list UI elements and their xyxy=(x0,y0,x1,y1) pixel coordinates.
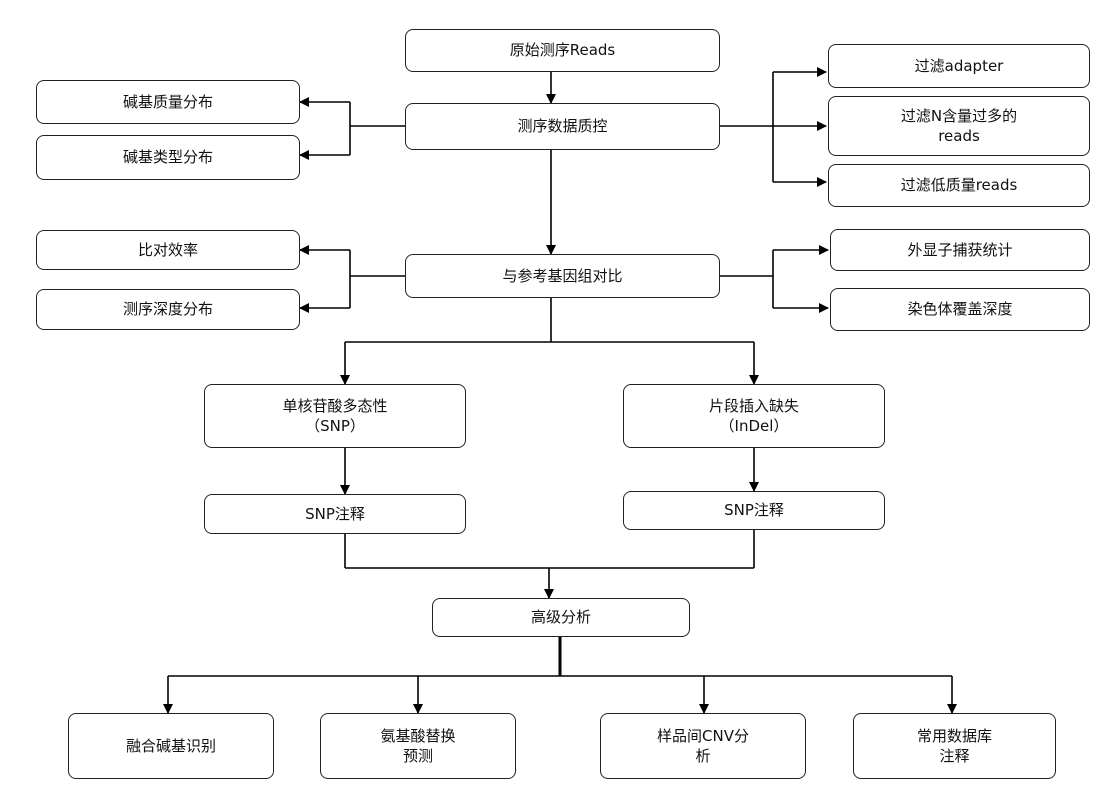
node-fusion: 融合碱基识别 xyxy=(68,713,274,779)
node-label: 过滤adapter xyxy=(914,56,1004,75)
node-label: SNP注释 xyxy=(305,504,365,523)
node-snp: 单核苷酸多态性 （SNP） xyxy=(204,384,466,448)
node-raw-reads: 原始测序Reads xyxy=(405,29,720,72)
node-label: 单核苷酸多态性 （SNP） xyxy=(282,396,388,435)
node-label: 与参考基因组对比 xyxy=(502,266,623,285)
node-label: 比对效率 xyxy=(137,240,198,259)
node-exon-capture: 外显子捕获统计 xyxy=(830,229,1090,271)
node-label: 测序数据质控 xyxy=(517,117,608,136)
node-label: 氨基酸替换 预测 xyxy=(380,726,456,765)
node-label: 过滤N含量过多的 reads xyxy=(900,106,1018,145)
node-label: 样品间CNV分 析 xyxy=(657,726,749,765)
node-depth-dist: 测序深度分布 xyxy=(36,289,300,330)
node-align-eff: 比对效率 xyxy=(36,230,300,270)
node-base-quality: 碱基质量分布 xyxy=(36,80,300,124)
node-align: 与参考基因组对比 xyxy=(405,254,720,298)
node-cnv: 样品间CNV分 析 xyxy=(600,713,806,779)
node-snp-anno-left: SNP注释 xyxy=(204,494,466,534)
node-label: 测序深度分布 xyxy=(122,300,213,319)
node-aa-sub: 氨基酸替换 预测 xyxy=(320,713,516,779)
node-advanced: 高级分析 xyxy=(432,598,690,637)
node-db-anno: 常用数据库 注释 xyxy=(853,713,1056,779)
node-label: 片段插入缺失 （InDel） xyxy=(708,396,799,435)
node-base-type: 碱基类型分布 xyxy=(36,135,300,180)
node-label: 原始测序Reads xyxy=(509,41,616,60)
node-label: 融合碱基识别 xyxy=(125,736,216,755)
node-label: 染色体覆盖深度 xyxy=(907,300,1013,319)
node-label: 碱基类型分布 xyxy=(122,148,213,167)
node-filter-adapter: 过滤adapter xyxy=(828,44,1090,88)
node-label: SNP注释 xyxy=(724,501,784,520)
node-filter-n: 过滤N含量过多的 reads xyxy=(828,96,1090,156)
node-label: 碱基质量分布 xyxy=(122,92,213,111)
node-label: 过滤低质量reads xyxy=(900,176,1018,195)
node-qc: 测序数据质控 xyxy=(405,103,720,150)
node-indel: 片段插入缺失 （InDel） xyxy=(623,384,885,448)
node-snp-anno-right: SNP注释 xyxy=(623,491,885,530)
node-label: 常用数据库 注释 xyxy=(916,726,992,765)
node-label: 高级分析 xyxy=(530,608,591,627)
node-label: 外显子捕获统计 xyxy=(907,240,1013,259)
node-filter-low: 过滤低质量reads xyxy=(828,164,1090,207)
node-chrom-depth: 染色体覆盖深度 xyxy=(830,288,1090,331)
